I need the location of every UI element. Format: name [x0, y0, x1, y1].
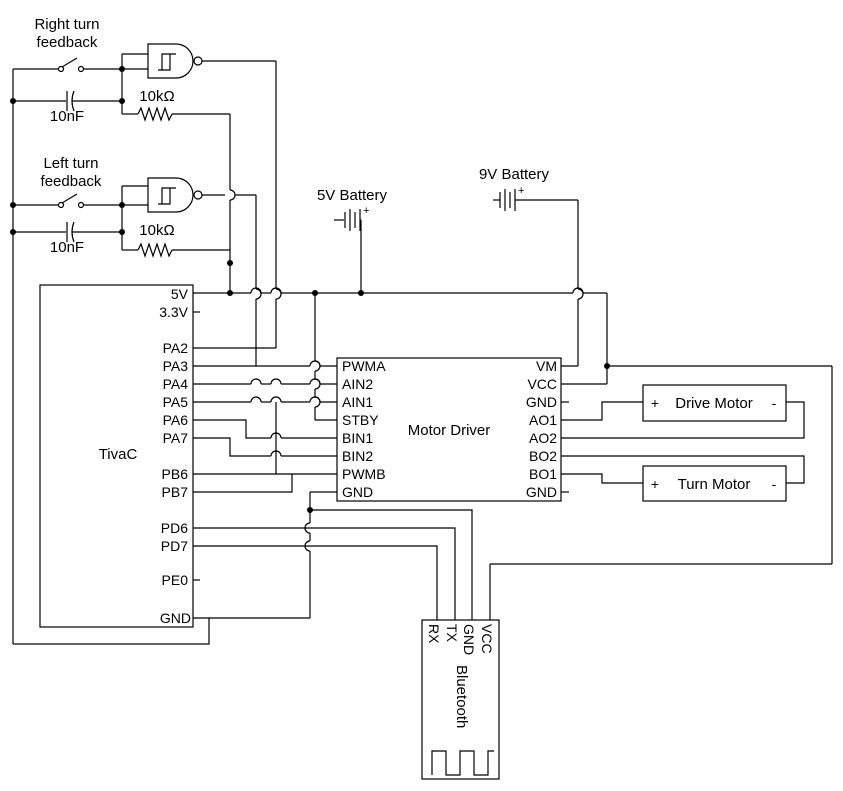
tivac-pin-pa2: PA2: [163, 340, 189, 356]
md-pin-ao2: AO2: [529, 430, 557, 446]
antenna-icon: [431, 750, 494, 776]
tivac-pin-pb7: PB7: [162, 484, 189, 500]
right-turn-label-line1: Right turn: [34, 16, 99, 33]
md-pin-ao1: AO1: [529, 412, 557, 428]
tivac-title: TivaC: [99, 446, 138, 463]
battery-9v-plus: +: [518, 185, 524, 197]
left-turn-label-line2: feedback: [41, 173, 102, 190]
right-turn-feedback-circuit: Right turn feedback: [10, 16, 282, 644]
signal-wires: [193, 360, 337, 493]
bt-pin-vcc: VCC: [479, 624, 495, 654]
md-pin-bin2: BIN2: [342, 448, 373, 464]
battery-5v: 5V Battery +: [317, 187, 388, 296]
bt-pin-gnd: GND: [461, 624, 477, 655]
tivac-pin-gnd: GND: [160, 610, 191, 626]
battery-5v-plus: +: [363, 205, 369, 217]
turn-motor: + Turn Motor -: [561, 455, 805, 502]
left-turn-feedback-circuit: Left turn feedback 10nF: [10, 155, 262, 366]
left-resistor: [137, 242, 173, 258]
tivac-pin-pa3: PA3: [163, 358, 189, 374]
bluetooth-title: Bluetooth: [453, 665, 470, 728]
md-pin-gnd-right2: GND: [526, 484, 557, 500]
drive-motor-label: Drive Motor: [675, 395, 753, 412]
right-resistor-value: 10kΩ: [139, 88, 174, 105]
md-pin-vm: VM: [536, 358, 557, 374]
battery-9v-label: 9V Battery: [479, 166, 550, 183]
md-pin-bin1: BIN1: [342, 430, 373, 446]
drive-motor-minus: -: [772, 395, 777, 411]
drive-motor-plus: +: [651, 395, 659, 411]
tivac-pin-pb6: PB6: [162, 466, 189, 482]
bt-pin-tx: TX: [444, 624, 460, 643]
tivac-pin-pe0: PE0: [162, 572, 189, 588]
left-turn-label-line1: Left turn: [43, 155, 98, 172]
turn-motor-label: Turn Motor: [678, 476, 751, 493]
right-capacitor-value: 10nF: [50, 108, 84, 125]
tivac-pin-pd6: PD6: [161, 520, 188, 536]
motor-driver-title: Motor Driver: [408, 422, 491, 439]
tivac-board: TivaC 5V 3.3V PA2 PA3 PA4 PA5 PA6 PA7 PB…: [39, 284, 200, 628]
battery-9v: 9V Battery +: [479, 166, 584, 367]
tivac-pin-pa4: PA4: [163, 376, 189, 392]
bt-pin-rx: RX: [426, 624, 442, 644]
md-pin-pwma: PWMA: [342, 358, 386, 374]
left-feedback-switch: [57, 193, 85, 209]
right-schmitt-nand-gate: [147, 43, 203, 79]
tivac-pin-pa6: PA6: [163, 412, 189, 428]
right-turn-label-line2: feedback: [37, 34, 98, 51]
right-resistor: [137, 106, 173, 122]
tivac-pin-pa5: PA5: [163, 394, 189, 410]
drive-motor: + Drive Motor -: [561, 384, 805, 439]
left-schmitt-nand-gate: [147, 177, 203, 213]
tivac-pin-5v: 5V: [171, 286, 189, 302]
md-pin-ain1: AIN1: [342, 394, 373, 410]
md-pin-stby: STBY: [342, 412, 379, 428]
md-pin-bo2: BO2: [529, 448, 557, 464]
md-pin-vcc: VCC: [527, 376, 557, 392]
ground-and-uart-wires: [13, 491, 473, 645]
tivac-pin-pa7: PA7: [163, 430, 189, 446]
battery-5v-label: 5V Battery: [317, 187, 388, 204]
right-feedback-switch: [57, 57, 85, 73]
md-pin-gnd-right1: GND: [526, 394, 557, 410]
tivac-pin-3v3: 3.3V: [159, 304, 188, 320]
five-volt-rail: [193, 287, 833, 620]
md-pin-bo1: BO1: [529, 466, 557, 482]
motor-driver: Motor Driver PWMA AIN2 AIN1 STBY BIN1 BI…: [336, 357, 569, 502]
md-pin-pwmb: PWMB: [342, 466, 386, 482]
tivac-pin-pd7: PD7: [161, 538, 188, 554]
bluetooth-module: VCC GND TX RX Bluetooth: [421, 619, 500, 780]
left-resistor-value: 10kΩ: [139, 222, 174, 239]
turn-motor-plus: +: [651, 476, 659, 492]
turn-motor-minus: -: [772, 476, 777, 492]
md-pin-ain2: AIN2: [342, 376, 373, 392]
md-pin-gnd-left: GND: [342, 484, 373, 500]
left-capacitor-value: 10nF: [50, 239, 84, 256]
